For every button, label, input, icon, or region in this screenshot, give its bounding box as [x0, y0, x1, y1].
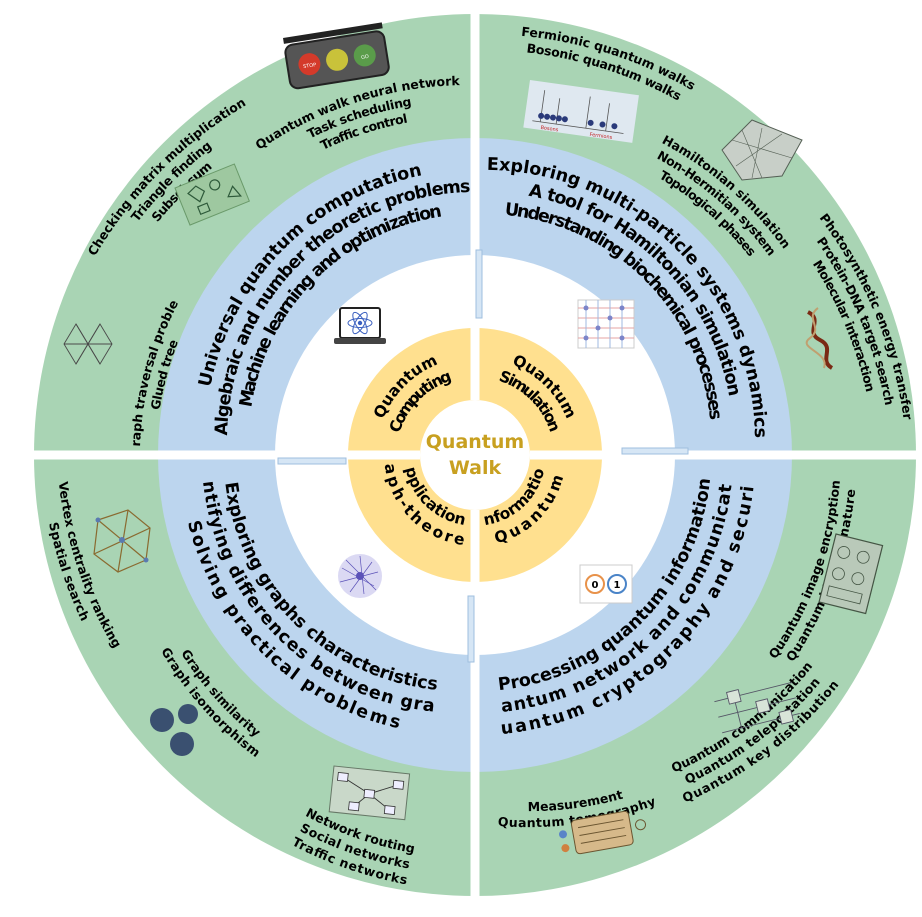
tomography-device-icon: [559, 810, 647, 855]
particle-plot-icon: Bosons Fermions: [523, 80, 639, 143]
traffic-go-label: GO: [361, 54, 370, 61]
shapes-panel-icon: [174, 163, 250, 226]
center-title-line1: Quantum: [426, 431, 524, 453]
surface-mesh-icon: [721, 119, 803, 181]
ring-markers: [277, 249, 689, 663]
signature-panel-icon: [818, 533, 884, 615]
graph-spheres-icon: [150, 704, 198, 756]
lattice-grid-icon: [577, 299, 635, 349]
network-cluster-icon: [338, 554, 382, 598]
circuit-diagram-icon: [714, 681, 800, 734]
quadrant-dividers: [28, 8, 922, 902]
qubit-zero-label: 0: [592, 580, 599, 591]
network-sphere-icon: [93, 509, 151, 573]
center-title-line2: Walk: [449, 457, 502, 479]
bosons-label: Bosons: [540, 125, 559, 133]
traffic-light-icon: STOP GO: [283, 22, 390, 90]
qubit-one-label: 1: [614, 580, 621, 591]
fermions-label: Fermions: [589, 132, 613, 141]
dna-helix-icon: [805, 307, 834, 370]
laptop-atom-icon: [334, 307, 386, 344]
traffic-stop-label: STOP: [303, 62, 317, 70]
network-routing-icon: [328, 765, 411, 821]
glued-tree-icon: [63, 323, 113, 365]
qubit-icon: 0 1: [579, 564, 633, 604]
center-disk: [420, 400, 530, 510]
